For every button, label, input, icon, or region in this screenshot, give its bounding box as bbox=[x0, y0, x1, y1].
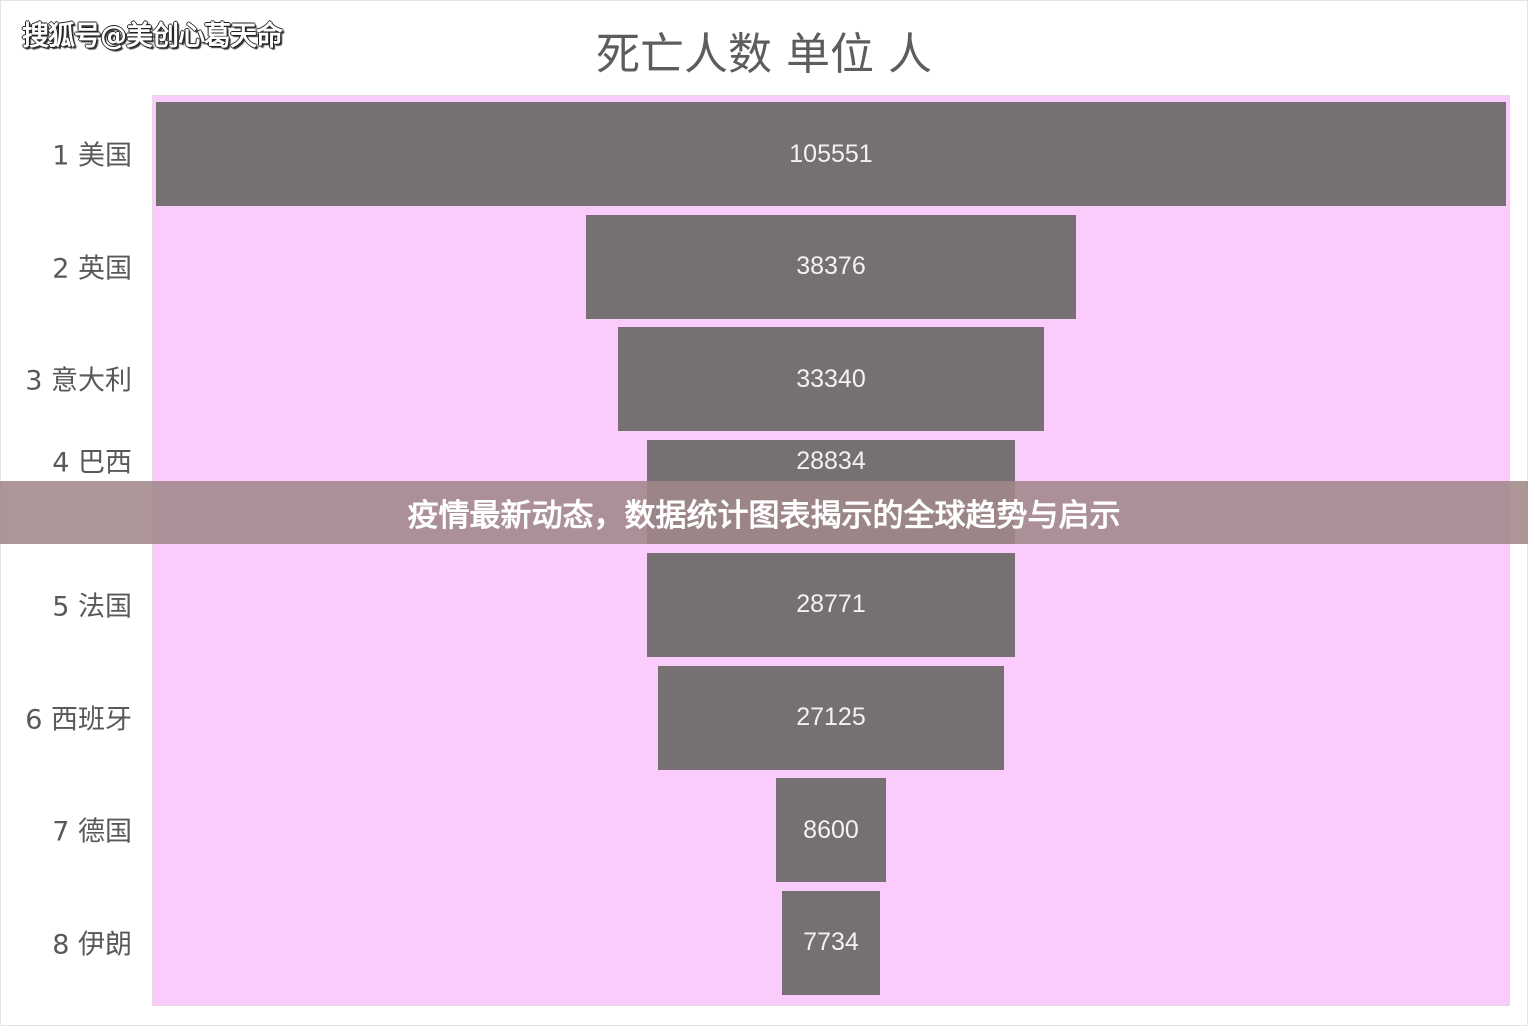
data-label: 7734 bbox=[803, 928, 859, 957]
plot-area: 105551 38376 33340 28834 28771 27125 8600 7734 bbox=[152, 95, 1510, 1006]
bar-8: 7734 bbox=[781, 890, 881, 995]
category-label: 7 德国 bbox=[52, 816, 132, 848]
category-label: 4 巴西 bbox=[52, 447, 132, 479]
bar-6: 27125 bbox=[657, 665, 1005, 770]
category-label: 6 西班牙 bbox=[25, 704, 132, 735]
headline-banner: 疫情最新动态，数据统计图表揭示的全球趋势与启示 bbox=[0, 481, 1528, 544]
bar-1: 105551 bbox=[156, 102, 1506, 206]
data-label: 105551 bbox=[789, 139, 873, 168]
category-label: 8 伊朗 bbox=[52, 929, 132, 961]
data-label: 28834 bbox=[796, 447, 866, 476]
data-label: 27125 bbox=[796, 703, 866, 731]
bar-3: 33340 bbox=[617, 327, 1045, 432]
category-label: 5 法国 bbox=[52, 591, 132, 623]
bar-5: 28771 bbox=[647, 552, 1015, 657]
category-label: 2 英国 bbox=[52, 253, 132, 285]
data-label: 33340 bbox=[796, 364, 866, 393]
data-label: 28771 bbox=[796, 590, 866, 619]
bar-2: 38376 bbox=[585, 214, 1077, 319]
data-label: 8600 bbox=[803, 815, 859, 844]
chart-title: 死亡人数 单位 人 bbox=[596, 29, 932, 80]
bar-7: 8600 bbox=[776, 778, 886, 883]
data-label: 38376 bbox=[796, 252, 866, 281]
watermark: 搜狐号@美创心葛天命 bbox=[22, 21, 283, 52]
category-label: 1 美国 bbox=[52, 140, 132, 172]
category-label: 3 意大利 bbox=[25, 365, 132, 397]
